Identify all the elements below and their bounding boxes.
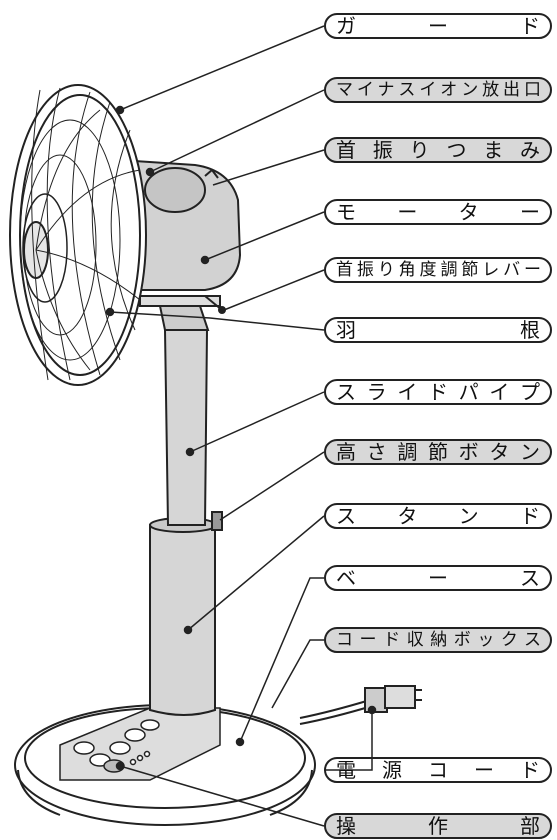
label-swing-knob: 首振りつまみ [324,137,552,163]
label-slide-pipe: スライドパイプ [324,379,552,405]
label-cord-box-text: コード収納ボックス [336,630,541,650]
label-swing-knob-text: 首振りつまみ [336,138,540,162]
stand-illustration [149,329,223,716]
label-height-button: 高さ調節ボタン [324,439,552,465]
label-height-button-text: 高さ調節ボタン [336,440,540,464]
label-base-text: ベ ー ス [336,566,540,590]
leader-lines [105,25,377,827]
label-base: ベ ー ス [324,565,552,591]
neck-illustration [139,295,226,331]
label-power-cord: 電 源 コ ー ド [324,757,552,783]
label-ion-outlet: マイナスイオン放出口 [324,77,552,103]
label-stand: ス タ ン ド [324,503,552,529]
label-swing-angle-lever-text: 首振り角度調節レバー [336,260,541,280]
label-motor-text: モ ー タ ー [336,200,540,224]
label-slide-pipe-text: スライドパイプ [336,380,540,404]
label-swing-angle-lever: 首振り角度調節レバー [324,257,552,283]
label-stand-text: ス タ ン ド [336,504,540,528]
label-blade-text: 羽 根 [336,318,540,342]
label-control-panel-text: 操 作 部 [336,814,540,838]
label-guard-text: ガ ー ド [336,14,540,38]
control-panel-illustration [59,707,221,781]
guard-illustration [9,84,147,386]
label-guard: ガ ー ド [324,13,552,39]
power-cord-illustration [299,685,422,725]
label-cord-box: コード収納ボックス [324,627,552,653]
label-ion-outlet-text: マイナスイオン放出口 [336,80,541,100]
label-blade: 羽 根 [324,317,552,343]
label-control-panel: 操 作 部 [324,813,552,839]
label-motor: モ ー タ ー [324,199,552,225]
label-power-cord-text: 電 源 コ ー ド [336,758,540,782]
